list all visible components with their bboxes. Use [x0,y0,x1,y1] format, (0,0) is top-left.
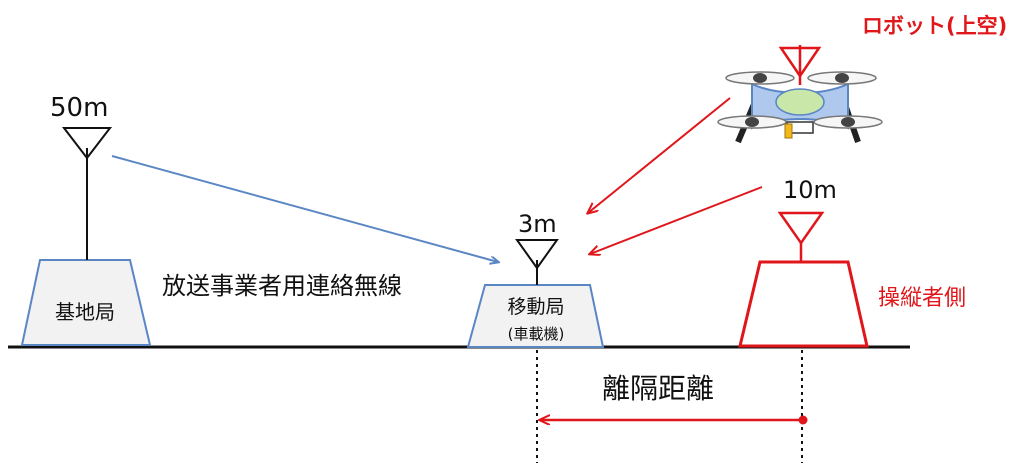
drone-icon [717,45,883,144]
interference-arrow-drone [588,97,731,213]
base-station-trapezoid [20,259,152,346]
separation-label: 離隔距離 [602,372,714,405]
robot-label: ロボット(上空) [862,14,1007,38]
base-antenna-icon [61,127,113,160]
mobile-height-label: 3m [518,210,557,238]
link-arrow-blue [111,155,498,262]
base-station-label: 基地局 [55,300,115,324]
link-name-label: 放送事業者用連絡無線 [162,272,402,300]
operator-antenna-icon [777,211,825,246]
separation-dot [798,415,808,425]
interference-arrow-operator [590,186,763,254]
base-height-label: 50m [50,93,108,123]
mobile-station-trapezoid [466,284,605,348]
operator-station-trapezoid [738,260,869,348]
mobile-antenna-icon [515,239,559,270]
mobile-sub-label: (車載機) [508,325,565,343]
operator-height-label: 10m [783,176,837,204]
operator-side-label: 操縦者側 [878,286,966,311]
mobile-station-label: 移動局 [507,296,564,318]
